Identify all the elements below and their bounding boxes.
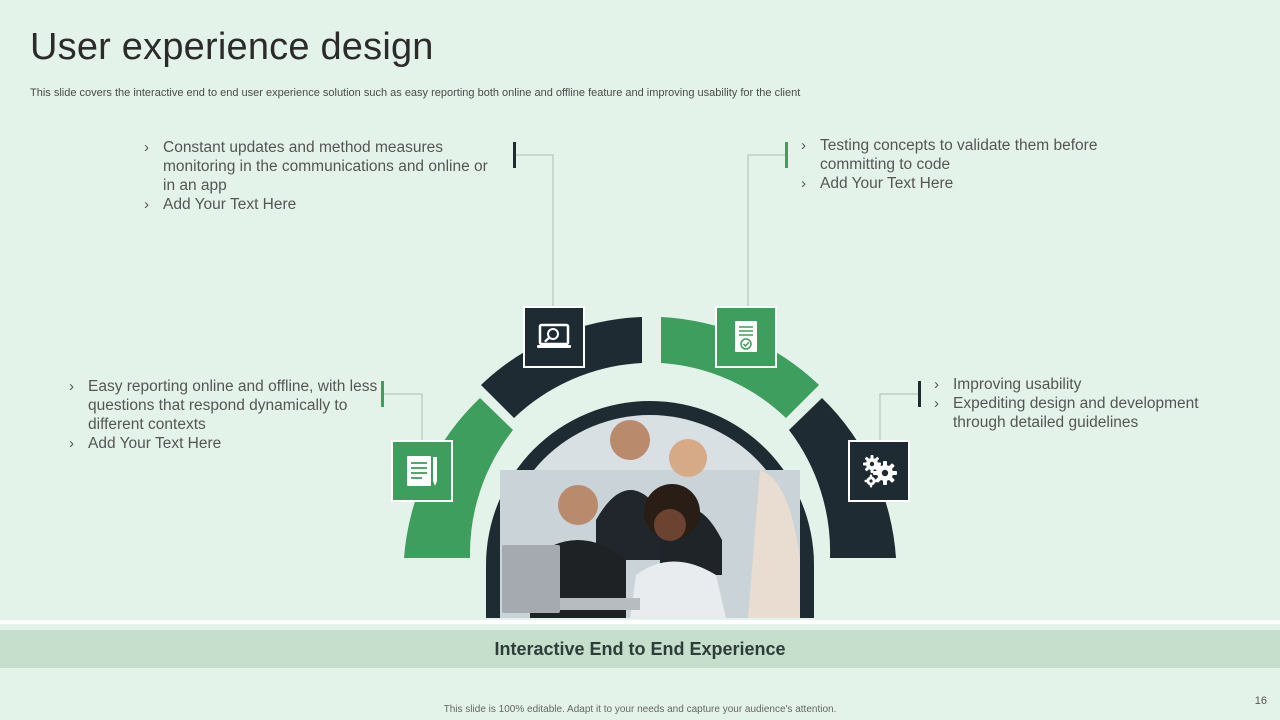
connector-top-right <box>747 154 786 306</box>
ring-segment-right <box>789 398 896 558</box>
connector-right <box>879 393 920 440</box>
bullet-item: Easy reporting online and offline, with … <box>69 377 379 434</box>
gears-icon <box>848 440 910 502</box>
text-block-left: Easy reporting online and offline, with … <box>69 377 379 453</box>
band-label: Interactive End to End Experience <box>494 638 786 659</box>
connector-lines <box>383 154 920 440</box>
team-photo <box>486 401 814 618</box>
connector-top-left <box>515 154 554 306</box>
half-circle-diagram <box>381 142 921 618</box>
page-number: 16 <box>1254 695 1267 707</box>
bullet-item: Add Your Text Here <box>801 174 1131 193</box>
connector-left <box>383 393 423 440</box>
bullet-item: Constant updates and method measures mon… <box>144 138 494 195</box>
marker-top-right <box>785 142 788 168</box>
bullet-item: Improving usability <box>934 375 1224 394</box>
connector-markers <box>381 142 921 407</box>
text-block-top-left: Constant updates and method measures mon… <box>144 138 494 214</box>
bullet-item: Add Your Text Here <box>144 195 494 214</box>
monitor-search-icon <box>523 306 585 368</box>
ring-segment-left <box>404 398 513 558</box>
slide-title: User experience design <box>30 26 434 68</box>
text-block-top-right: Testing concepts to validate them before… <box>801 136 1131 193</box>
marker-right <box>918 381 921 407</box>
bullet-item: Testing concepts to validate them before… <box>801 136 1131 174</box>
footer-note: This slide is 100% editable. Adapt it to… <box>443 704 837 715</box>
band-divider <box>0 620 1280 624</box>
checklist-document-icon <box>715 306 777 368</box>
document-pencil-icon <box>391 440 453 502</box>
marker-left <box>381 381 384 407</box>
text-block-right: Improving usability Expediting design an… <box>934 375 1224 432</box>
slide-subtitle: This slide covers the interactive end to… <box>30 87 801 99</box>
bottom-band: Interactive End to End Experience <box>0 630 1280 668</box>
marker-top-left <box>513 142 516 168</box>
bullet-item: Expediting design and development throug… <box>934 394 1224 432</box>
bullet-item: Add Your Text Here <box>69 434 379 453</box>
